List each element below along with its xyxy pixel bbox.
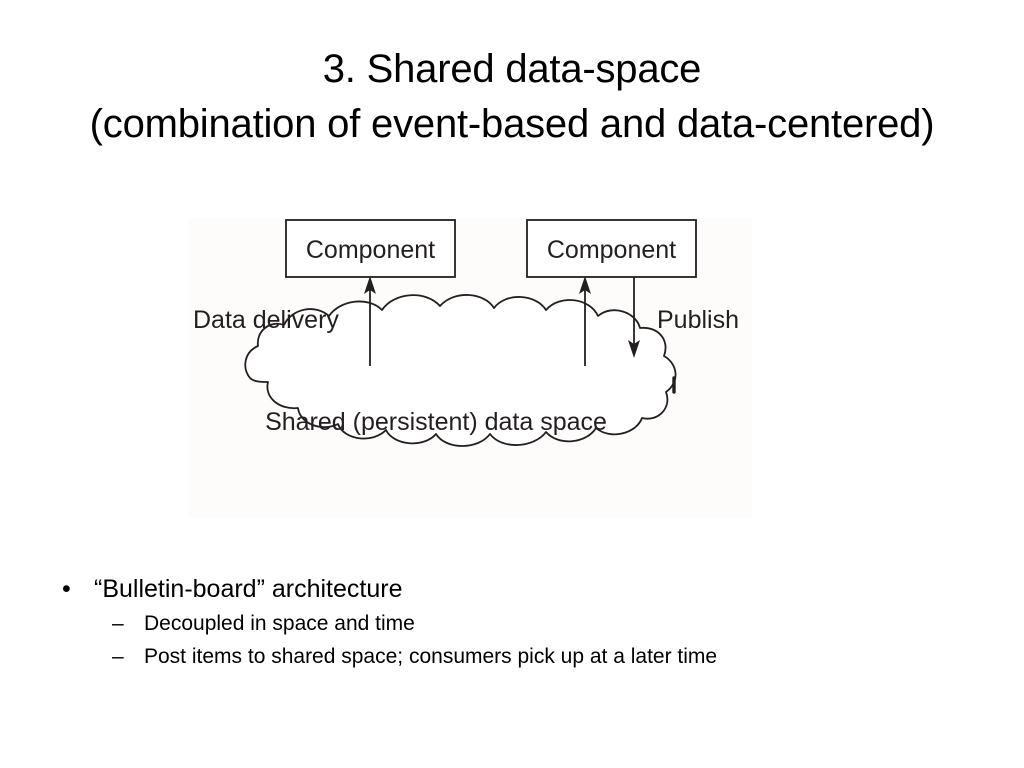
component-box-right-label: Component: [547, 236, 676, 264]
data-delivery-label: Data delivery: [193, 306, 339, 334]
publish-label: Publish: [657, 306, 739, 334]
bullet-sub-text-1: Decoupled in space and time: [144, 612, 415, 635]
bullet-item-sub-2: – Post items to shared space; consumers …: [56, 640, 956, 673]
bullet-list: • “Bulletin-board” architecture – Decoup…: [56, 572, 956, 673]
component-box-right[interactable]: [526, 219, 697, 278]
title-line-2: (combination of event-based and data-cen…: [89, 102, 935, 146]
publish-arrow-head: [628, 340, 640, 358]
data-delivery-arrow-head: [364, 276, 376, 294]
bullet-item-sub-1: – Decoupled in space and time: [56, 607, 956, 640]
bullet-sub-text-2: Post items to shared space; consumers pi…: [144, 645, 718, 668]
bullet-marker-dash-1: –: [112, 612, 124, 635]
subscribe-arrow-head: [579, 276, 591, 294]
architecture-diagram: Shared (persistent) data space Component…: [188, 218, 752, 518]
cloud-label: Shared (persistent) data space: [265, 408, 607, 436]
diagram-svg: Shared (persistent) data space Component…: [193, 219, 739, 447]
bullet-marker-dot: •: [62, 575, 71, 603]
component-box-left-label: Component: [306, 236, 435, 264]
bullet-primary-text: “Bulletin-board” architecture: [94, 575, 403, 603]
bullet-item-primary: • “Bulletin-board” architecture: [56, 572, 956, 607]
page-title: 3. Shared data-space (combination of eve…: [0, 42, 1024, 152]
title-line-1: 3. Shared data-space: [322, 47, 702, 91]
bullet-marker-dash-2: –: [112, 645, 124, 668]
cloud-shape: [244, 294, 677, 447]
component-box-left[interactable]: [285, 219, 456, 278]
